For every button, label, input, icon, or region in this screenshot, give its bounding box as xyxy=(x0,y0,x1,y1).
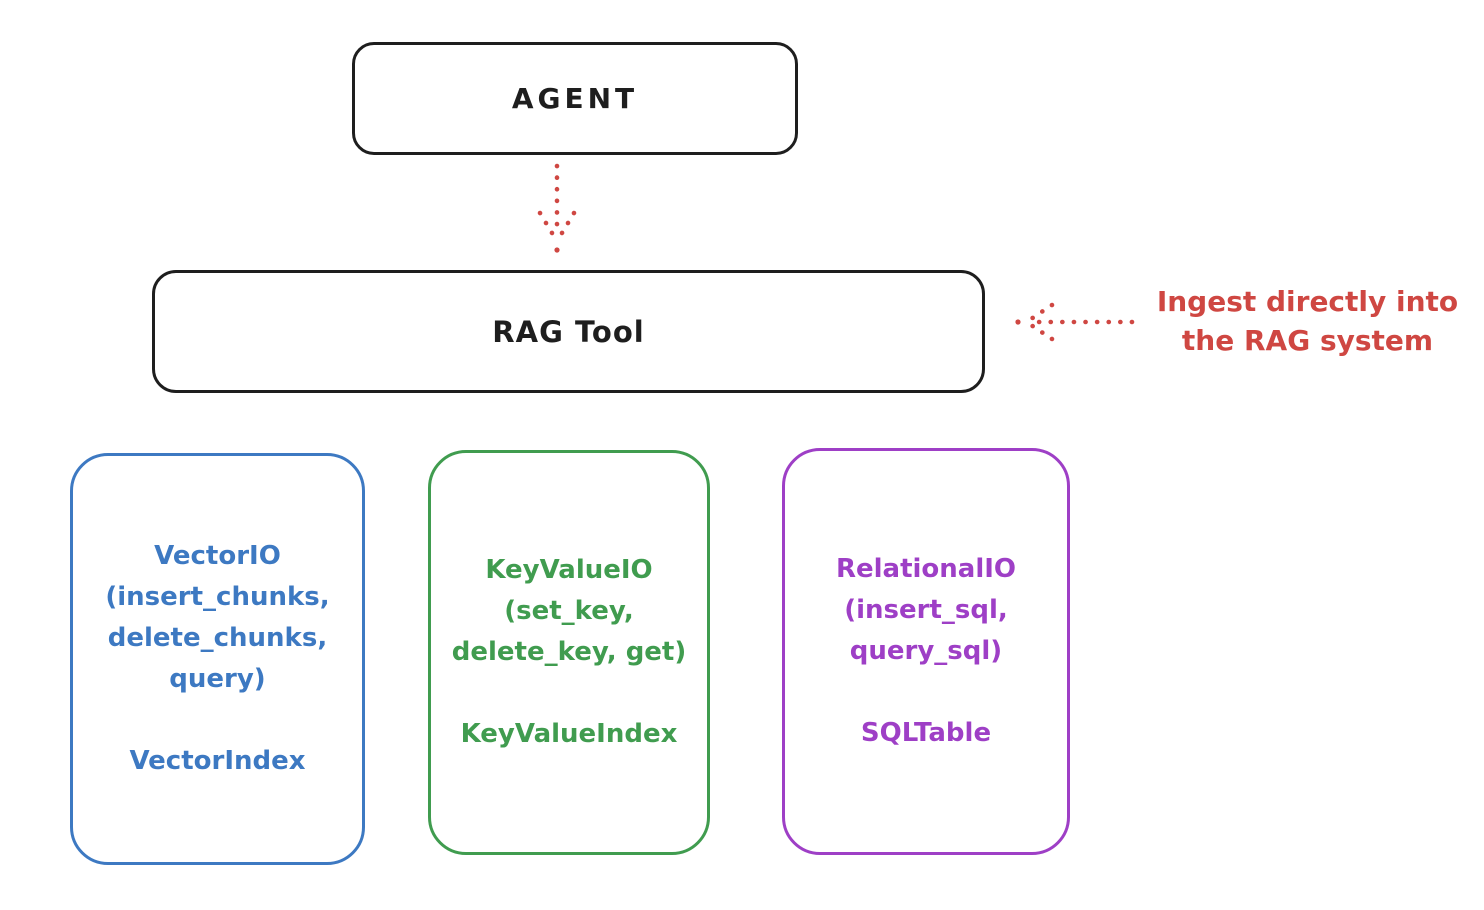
keyvalue-io-title: KeyValueIO xyxy=(485,555,653,585)
keyvalue-io-args-1: (set_key, xyxy=(504,596,634,626)
keyvalue-io-box: KeyValueIO (set_key, delete_key, get) Ke… xyxy=(428,450,710,855)
vector-io-box: VectorIO (insert_chunks, delete_chunks, … xyxy=(70,453,365,865)
left-arrow-icon xyxy=(1015,302,1135,342)
ingest-annotation-line2: the RAG system xyxy=(1181,324,1434,357)
relational-io-args-1: (insert_sql, xyxy=(844,595,1008,625)
agent-box: AGENT xyxy=(352,42,798,155)
rag-tool-label: RAG Tool xyxy=(492,314,645,349)
vector-io-args-2: delete_chunks, xyxy=(107,623,328,653)
keyvalue-io-args-2: delete_key, get) xyxy=(451,637,687,667)
ingest-annotation-line1: Ingest directly into xyxy=(1156,285,1459,318)
vector-io-args-3: query) xyxy=(169,664,266,694)
vector-io-args-1: (insert_chunks, xyxy=(105,582,330,612)
relational-io-title: RelationalIO xyxy=(835,554,1017,584)
relational-io-args-2: query_sql) xyxy=(849,636,1003,666)
relational-io-box: RelationalIO (insert_sql, query_sql) SQL… xyxy=(782,448,1070,855)
vector-io-title: VectorIO xyxy=(154,541,281,571)
rag-tool-box: RAG Tool xyxy=(152,270,985,393)
agent-label: AGENT xyxy=(511,82,639,115)
down-arrow-icon xyxy=(537,163,577,253)
keyvalue-index-label: KeyValueIndex xyxy=(460,719,678,749)
vector-index-label: VectorIndex xyxy=(129,746,306,776)
ingest-annotation: Ingest directly into the RAG system xyxy=(1135,282,1480,360)
sql-table-label: SQLTable xyxy=(860,718,992,748)
